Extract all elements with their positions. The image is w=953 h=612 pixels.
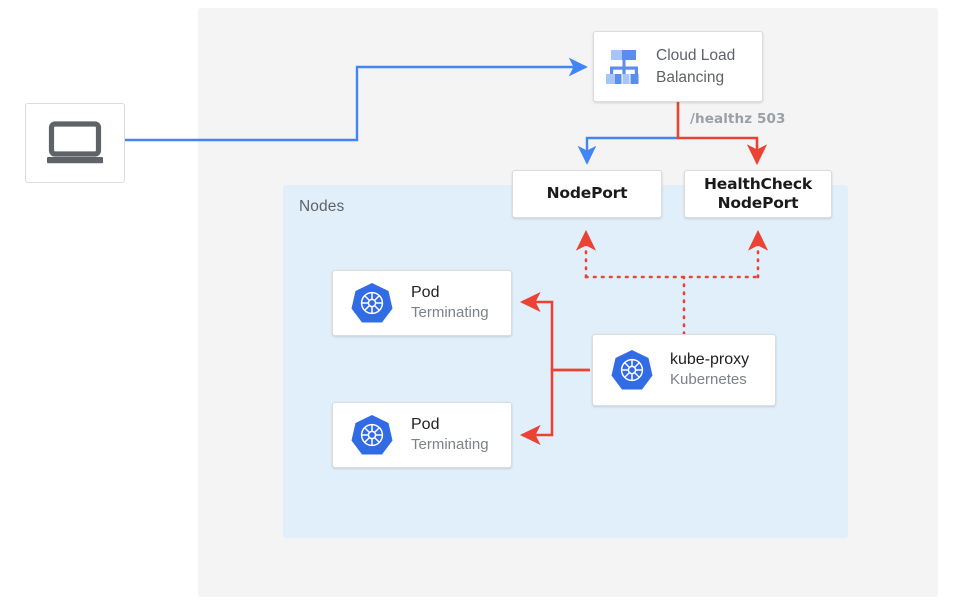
nodeport-node[interactable]: NodePort bbox=[512, 170, 662, 218]
healthcheck-nodeport-label: HealthCheck NodePort bbox=[704, 175, 812, 214]
nodeport-label: NodePort bbox=[546, 184, 628, 203]
cloud-load-balancing-text: Cloud Load Balancing bbox=[656, 45, 735, 89]
pod-1-node[interactable]: Pod Terminating bbox=[332, 270, 512, 336]
pod-2-status: Terminating bbox=[411, 436, 489, 454]
kubernetes-icon bbox=[610, 348, 654, 392]
healthcheck-nodeport-label-line1: HealthCheck bbox=[704, 174, 812, 193]
client-node[interactable] bbox=[25, 103, 125, 183]
edge-label-healthz: /healthz 503 bbox=[690, 111, 786, 127]
pod-1-text: Pod Terminating bbox=[411, 283, 489, 323]
pod-2-title: Pod bbox=[411, 416, 440, 434]
pod-1-row: Pod Terminating bbox=[333, 271, 511, 335]
kube-proxy-row: kube-proxy Kubernetes bbox=[593, 335, 775, 405]
cloud-load-balancing-node[interactable]: Cloud Load Balancing bbox=[593, 31, 763, 102]
healthcheck-nodeport-label-line2: NodePort bbox=[717, 194, 799, 212]
cloud-load-balancing-title-line1: Cloud Load bbox=[656, 46, 736, 64]
cloud-load-balancing-title-line2: Balancing bbox=[656, 68, 725, 86]
pod-2-node[interactable]: Pod Terminating bbox=[332, 402, 512, 468]
kube-proxy-subtitle: Kubernetes bbox=[670, 371, 747, 389]
cloud-load-balancing-icon bbox=[604, 48, 646, 86]
kubernetes-icon bbox=[350, 281, 394, 325]
kube-proxy-node[interactable]: kube-proxy Kubernetes bbox=[592, 334, 776, 406]
pod-2-row: Pod Terminating bbox=[333, 403, 511, 467]
pod-1-title: Pod bbox=[411, 284, 440, 302]
nodes-region-label: Nodes bbox=[299, 198, 345, 215]
pod-2-text: Pod Terminating bbox=[411, 415, 489, 455]
healthcheck-nodeport-node[interactable]: HealthCheck NodePort bbox=[684, 170, 832, 218]
kubernetes-icon bbox=[350, 413, 394, 457]
pod-1-status: Terminating bbox=[411, 304, 489, 322]
kube-proxy-title: kube-proxy bbox=[670, 351, 750, 369]
kube-proxy-text: kube-proxy Kubernetes bbox=[670, 350, 749, 390]
laptop-icon bbox=[44, 120, 106, 166]
